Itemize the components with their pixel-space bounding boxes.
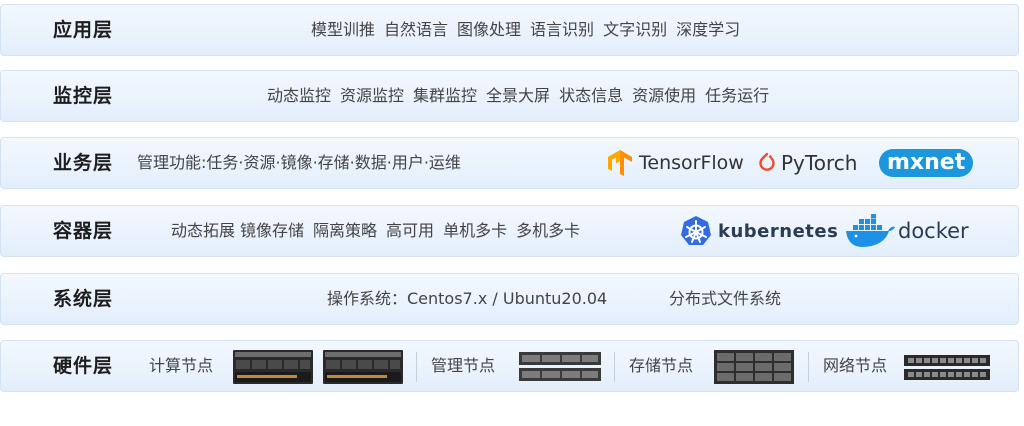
divider bbox=[416, 352, 417, 382]
layer-text: 操作系统：Centos7.x / Ubuntu20.04 bbox=[327, 289, 608, 308]
item: 资源使用 bbox=[632, 86, 697, 105]
layer-container: 容器层 动态拓展镜像存储隔离策略高可用单机多卡多机多卡 kubernet bbox=[0, 205, 1019, 257]
item: 动态监控 bbox=[267, 86, 332, 105]
docker-logo: docker bbox=[844, 206, 969, 256]
layer-title: 应用层 bbox=[53, 19, 114, 41]
kubernetes-logo-icon bbox=[681, 216, 711, 245]
layer-hardware: 硬件层 计算节点 管理节点 存储节点 bbox=[0, 340, 1019, 392]
item: 多机多卡 bbox=[516, 221, 581, 240]
item: 高可用 bbox=[386, 221, 435, 240]
item: 资源监控 bbox=[340, 86, 405, 105]
item: 深度学习 bbox=[676, 20, 741, 39]
item: 动态拓展 bbox=[171, 221, 236, 240]
hardware-node-label: 管理节点 bbox=[431, 356, 496, 375]
mxnet-logo: mxnet bbox=[879, 138, 974, 188]
network-switch-icon bbox=[904, 355, 990, 380]
tensorflow-logo: TensorFlow bbox=[607, 138, 744, 188]
tensorflow-logo-icon bbox=[608, 150, 632, 176]
divider bbox=[614, 352, 615, 382]
item: 集群监控 bbox=[413, 86, 478, 105]
layer-title: 系统层 bbox=[53, 288, 114, 310]
docker-label: docker bbox=[898, 219, 969, 243]
layer-application: 应用层 模型训推自然语言图像处理语言识别文字识别深度学习 bbox=[0, 4, 1019, 56]
layer-items: 动态监控资源监控集群监控全景大屏状态信息资源使用任务运行 bbox=[267, 71, 778, 121]
server-icon bbox=[519, 352, 601, 381]
docker-whale-icon bbox=[846, 214, 895, 247]
item: 镜像存储 bbox=[240, 221, 305, 240]
item: 单机多卡 bbox=[443, 221, 508, 240]
tensorflow-label: TensorFlow bbox=[639, 152, 744, 174]
item: 隔离策略 bbox=[313, 221, 378, 240]
server-icon bbox=[714, 350, 794, 384]
layer-text-2: 分布式文件系统 bbox=[669, 289, 782, 308]
layer-title: 容器层 bbox=[53, 220, 114, 242]
layer-system: 系统层 操作系统：Centos7.x / Ubuntu20.04 分布式文件系统 bbox=[0, 273, 1019, 325]
layer-title: 硬件层 bbox=[53, 355, 114, 377]
item: 自然语言 bbox=[384, 20, 449, 39]
item: 全景大屏 bbox=[486, 86, 551, 105]
pytorch-logo: PyTorch bbox=[758, 138, 857, 188]
layer-title: 业务层 bbox=[53, 152, 114, 174]
mxnet-label: mxnet bbox=[879, 149, 974, 177]
server-icon bbox=[323, 350, 403, 384]
layer-monitoring: 监控层 动态监控资源监控集群监控全景大屏状态信息资源使用任务运行 bbox=[0, 70, 1019, 122]
item: 状态信息 bbox=[559, 86, 624, 105]
kubernetes-label: kubernetes bbox=[718, 220, 839, 242]
layer-title: 监控层 bbox=[53, 85, 114, 107]
layer-business: 业务层 管理功能:任务·资源·镜像·存储·数据·用户·运维 TensorFlow… bbox=[0, 137, 1019, 189]
hardware-node-label: 网络节点 bbox=[823, 356, 888, 375]
item: 图像处理 bbox=[457, 20, 522, 39]
layer-text: 管理功能:任务·资源·镜像·存储·数据·用户·运维 bbox=[137, 153, 461, 172]
item: 任务运行 bbox=[705, 86, 770, 105]
server-icon bbox=[233, 350, 313, 384]
layer-items: 模型训推自然语言图像处理语言识别文字识别深度学习 bbox=[311, 5, 749, 55]
layer-items: 动态拓展镜像存储隔离策略高可用单机多卡多机多卡 bbox=[171, 206, 589, 256]
pytorch-logo-icon bbox=[759, 152, 775, 171]
divider bbox=[808, 352, 809, 382]
hardware-node-label: 存储节点 bbox=[629, 356, 694, 375]
kubernetes-logo: kubernetes bbox=[680, 206, 838, 256]
item: 语言识别 bbox=[530, 20, 595, 39]
pytorch-label: PyTorch bbox=[781, 151, 858, 175]
hardware-node-label: 计算节点 bbox=[149, 356, 214, 375]
item: 文字识别 bbox=[603, 20, 668, 39]
item: 模型训推 bbox=[311, 20, 376, 39]
